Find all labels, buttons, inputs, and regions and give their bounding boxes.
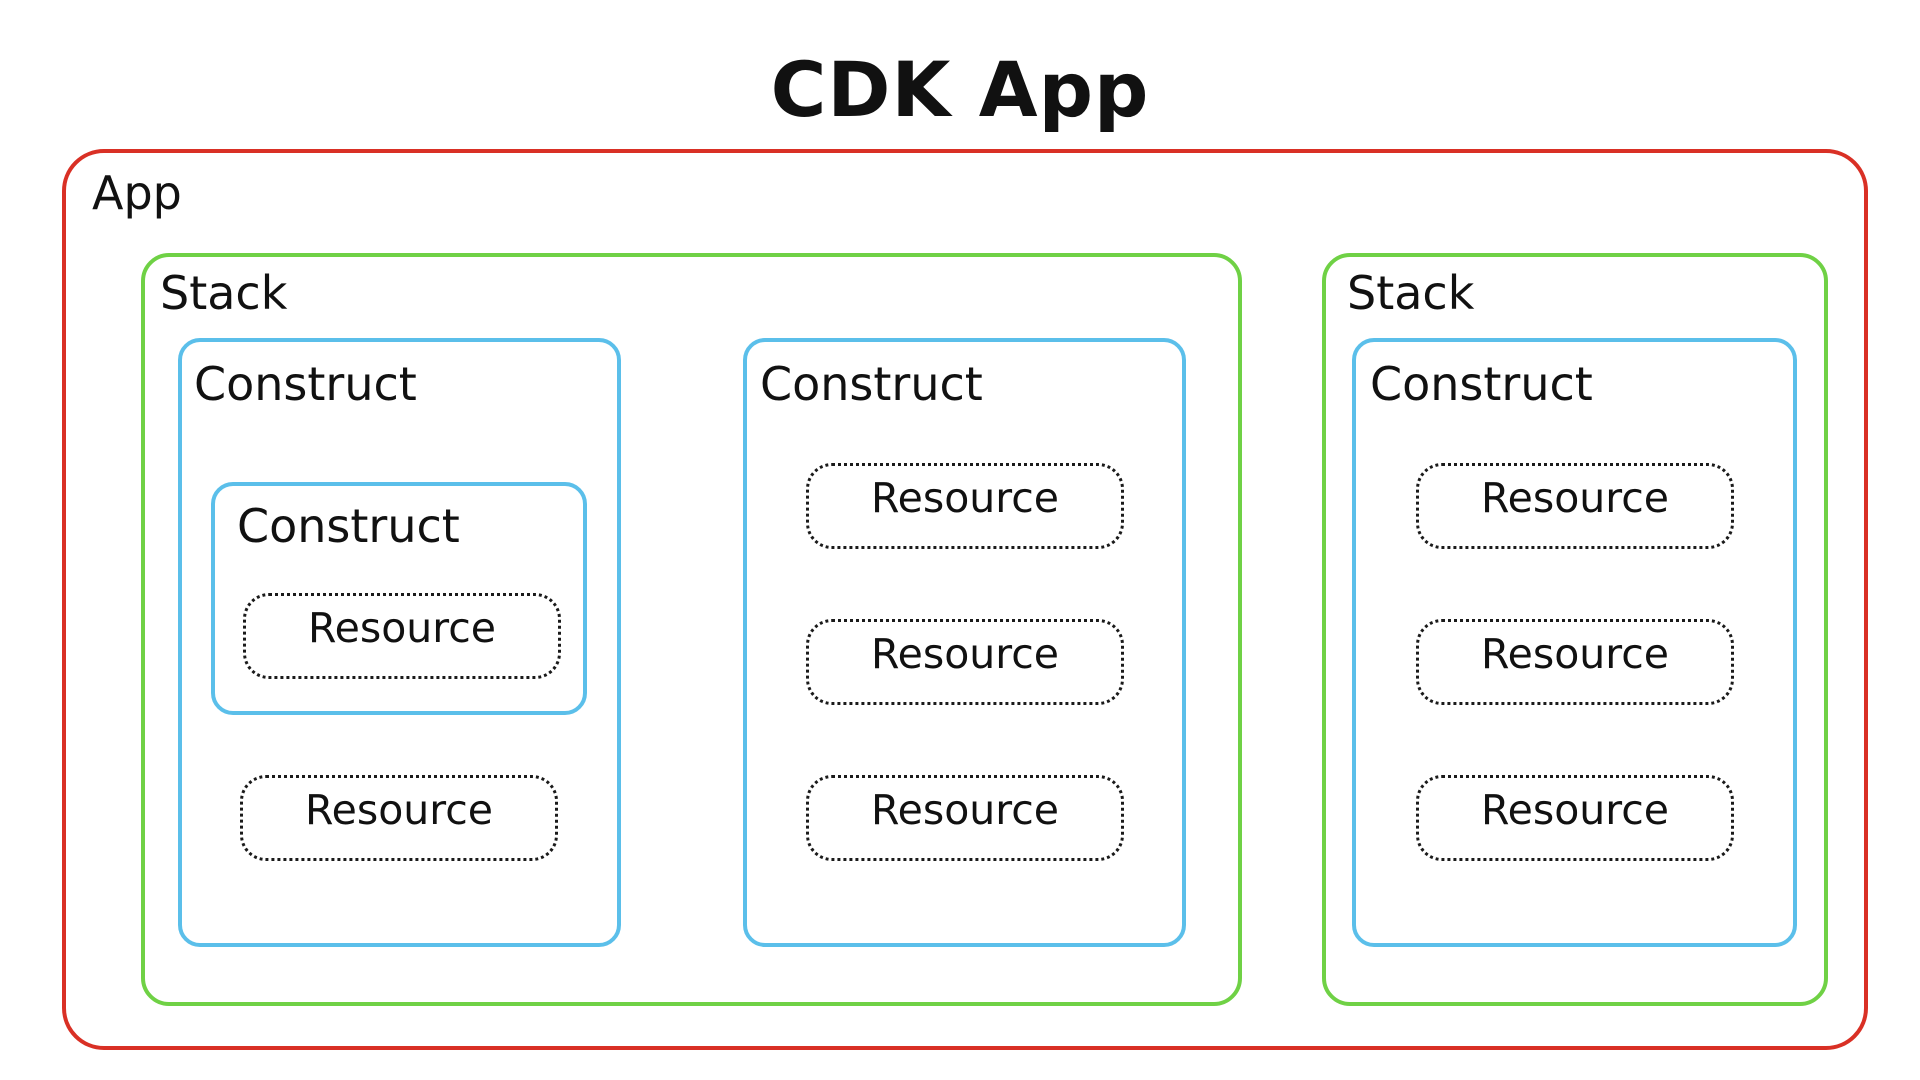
resource-label: Resource bbox=[870, 474, 1060, 522]
resource-box: Resource bbox=[806, 619, 1124, 705]
stack-container-1 bbox=[141, 253, 1242, 1006]
resource-box: Resource bbox=[1416, 619, 1734, 705]
nested-construct-label: Construct bbox=[237, 499, 460, 553]
diagram-title: CDK App bbox=[770, 45, 1150, 134]
app-label: App bbox=[92, 166, 182, 220]
construct-label-1a: Construct bbox=[194, 357, 417, 411]
resource-box: Resource bbox=[806, 463, 1124, 549]
resource-label: Resource bbox=[870, 630, 1060, 678]
resource-label: Resource bbox=[1480, 474, 1670, 522]
construct-container-1b bbox=[743, 338, 1186, 947]
resource-box: Resource bbox=[243, 593, 561, 679]
resource-label: Resource bbox=[304, 786, 494, 834]
stack-label-1: Stack bbox=[160, 266, 288, 320]
construct-container-2 bbox=[1352, 338, 1797, 947]
nested-construct-container bbox=[211, 482, 587, 715]
resource-label: Resource bbox=[1480, 786, 1670, 834]
stack-container-2 bbox=[1322, 253, 1828, 1006]
resource-label: Resource bbox=[307, 604, 497, 652]
resource-box: Resource bbox=[806, 775, 1124, 861]
stack-label-2: Stack bbox=[1347, 266, 1475, 320]
resource-box: Resource bbox=[1416, 775, 1734, 861]
resource-label: Resource bbox=[1480, 630, 1670, 678]
resource-label: Resource bbox=[870, 786, 1060, 834]
construct-label-2: Construct bbox=[1370, 357, 1593, 411]
app-container bbox=[62, 149, 1868, 1050]
construct-container-1a bbox=[178, 338, 621, 947]
resource-box: Resource bbox=[240, 775, 558, 861]
resource-box: Resource bbox=[1416, 463, 1734, 549]
construct-label-1b: Construct bbox=[760, 357, 983, 411]
